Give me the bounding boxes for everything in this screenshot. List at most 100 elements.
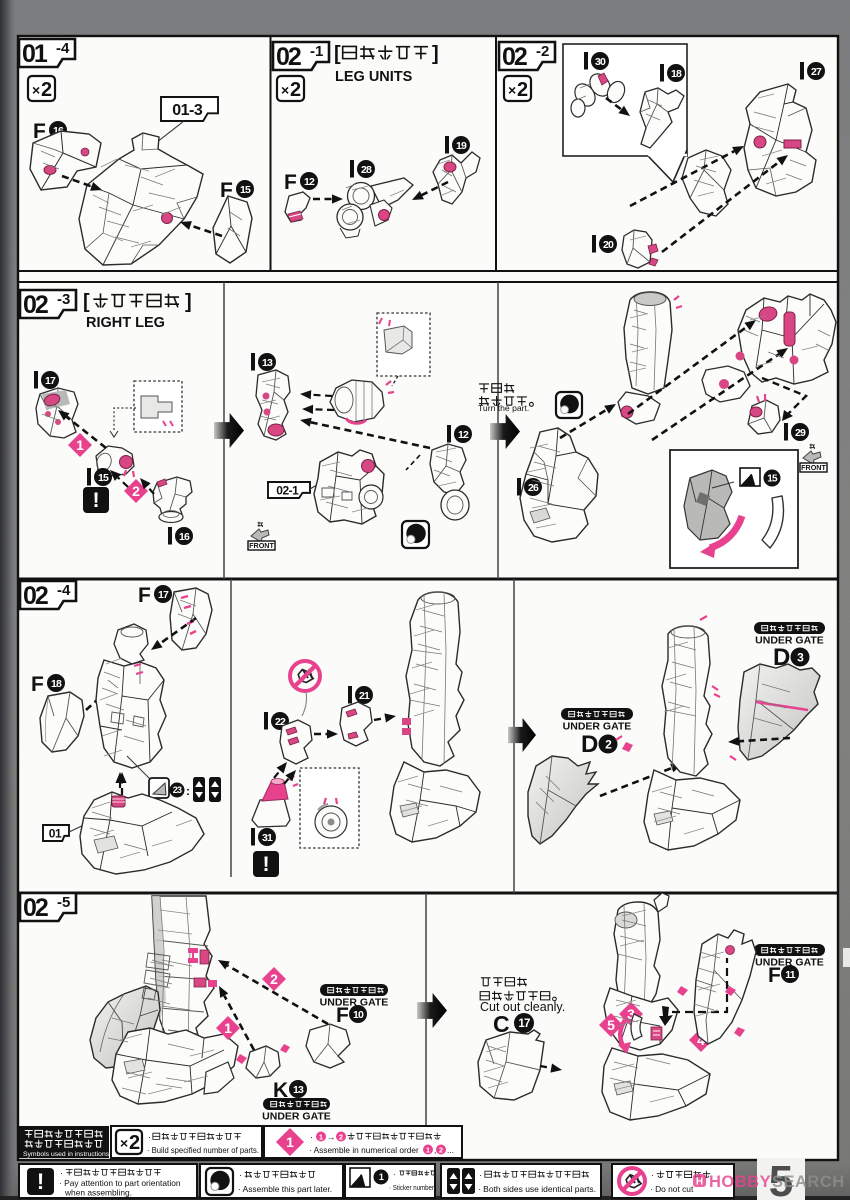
svg-text:2: 2 (339, 1133, 343, 1142)
svg-text:F: F (768, 964, 781, 987)
svg-text:[: [ (334, 43, 341, 65)
svg-text:·: · (479, 1170, 482, 1180)
svg-text:FRONT: FRONT (801, 463, 826, 472)
svg-text:·: · (651, 1170, 654, 1180)
svg-text:2: 2 (270, 971, 278, 987)
svg-text:5: 5 (607, 1017, 615, 1033)
svg-text:10: 10 (353, 1009, 364, 1021)
svg-text:1: 1 (76, 437, 84, 453)
svg-text:31: 31 (262, 832, 273, 844)
svg-text:· Pay attention to part orient: · Pay attention to part orientation (59, 1178, 181, 1188)
svg-text:2: 2 (129, 1132, 140, 1154)
svg-text:3: 3 (627, 1006, 635, 1022)
svg-text:×: × (281, 82, 289, 98)
svg-text:16: 16 (179, 531, 190, 543)
svg-text:1: 1 (426, 1146, 430, 1155)
svg-text:17: 17 (518, 1018, 530, 1030)
svg-text:]: ] (432, 43, 439, 65)
svg-text:2: 2 (605, 737, 612, 751)
svg-text:16: 16 (53, 125, 64, 137)
svg-text:· Assemble in numerical order: · Assemble in numerical order (309, 1145, 419, 1155)
svg-text:D: D (581, 731, 598, 758)
svg-text:UNDER GATE: UNDER GATE (262, 1111, 331, 1123)
svg-text:· Build specified number of pa: · Build specified number of parts. (147, 1145, 259, 1155)
svg-text:!: ! (92, 488, 99, 512)
svg-text:13: 13 (293, 1084, 304, 1096)
svg-text:1: 1 (224, 1020, 232, 1036)
svg-text:-3: -3 (57, 291, 70, 308)
svg-text:F: F (31, 673, 44, 696)
svg-text:30: 30 (595, 56, 606, 68)
svg-text:·: · (310, 1132, 313, 1142)
svg-text:28: 28 (361, 164, 372, 176)
svg-text:3: 3 (797, 650, 804, 664)
svg-text:!: ! (37, 1169, 44, 1194)
svg-text:K: K (273, 1079, 288, 1102)
svg-text:13: 13 (262, 357, 273, 369)
svg-text:02: 02 (23, 291, 48, 319)
svg-text:UNDER GATE: UNDER GATE (755, 957, 824, 969)
svg-text:·: · (393, 1170, 396, 1179)
svg-text:18: 18 (671, 68, 682, 80)
svg-text:-5: -5 (57, 894, 70, 911)
svg-text:·: · (60, 1168, 63, 1178)
svg-text:15: 15 (98, 472, 109, 484)
svg-text:-1: -1 (310, 43, 323, 60)
svg-text:2: 2 (290, 79, 301, 101)
svg-text:2: 2 (517, 79, 528, 101)
svg-text:29: 29 (795, 427, 806, 439)
svg-text:02: 02 (23, 582, 48, 610)
svg-text:17: 17 (45, 375, 56, 387)
svg-text:18: 18 (51, 678, 62, 690)
svg-text:02-1: 02-1 (276, 484, 299, 498)
svg-text:-4: -4 (57, 582, 71, 599)
svg-text:· Assemble this part later.: · Assemble this part later. (238, 1184, 332, 1194)
svg-text:22: 22 (275, 716, 286, 728)
svg-text:· Do not cut: · Do not cut (650, 1184, 694, 1194)
svg-text:UNDER GATE: UNDER GATE (755, 635, 824, 647)
svg-text:27: 27 (811, 66, 822, 78)
svg-text:!: ! (262, 852, 269, 876)
svg-text:×: × (120, 1135, 128, 1151)
svg-text:12: 12 (304, 176, 315, 188)
svg-text:FRONT: FRONT (249, 541, 274, 550)
svg-text:Turn the part.: Turn the part. (478, 403, 529, 413)
svg-text:Cut out cleanly.: Cut out cleanly. (480, 1000, 565, 1014)
svg-text:2: 2 (41, 79, 52, 101)
svg-text::: : (186, 784, 190, 798)
svg-text:2: 2 (439, 1146, 443, 1155)
svg-text:1: 1 (319, 1133, 323, 1142)
svg-text:2: 2 (132, 483, 140, 499)
svg-text:UNDER GATE: UNDER GATE (563, 721, 632, 733)
svg-text:·: · (239, 1170, 242, 1180)
svg-text:F: F (33, 120, 46, 143)
svg-text:02: 02 (276, 43, 301, 71)
svg-text:11: 11 (785, 969, 795, 981)
svg-text:F: F (336, 1004, 349, 1027)
svg-text:· Sticker number: · Sticker number (389, 1183, 434, 1192)
svg-text:20: 20 (603, 239, 614, 251)
svg-text:21: 21 (359, 690, 370, 702)
svg-text:×: × (32, 82, 40, 98)
svg-text:-2: -2 (536, 43, 549, 60)
svg-text:C: C (493, 1011, 510, 1037)
svg-text:15: 15 (240, 184, 251, 196)
svg-text:02: 02 (23, 894, 48, 922)
svg-text:→: → (327, 1132, 336, 1142)
svg-text:15: 15 (767, 474, 778, 485)
svg-text:·: · (148, 1132, 151, 1142)
svg-text:26: 26 (528, 482, 539, 494)
svg-text:×: × (508, 82, 516, 98)
svg-text:]: ] (185, 291, 192, 313)
svg-text:5: 5 (769, 1157, 793, 1200)
svg-text:SEARCH: SEARCH (772, 1173, 845, 1191)
svg-text:...: ... (447, 1145, 454, 1155)
svg-text:-4: -4 (56, 40, 70, 57)
svg-text:when assembling.: when assembling. (64, 1188, 132, 1198)
svg-text:4: 4 (697, 1032, 705, 1048)
svg-text:01: 01 (49, 827, 62, 841)
svg-text:H: H (696, 1177, 703, 1188)
svg-text:HOBBY: HOBBY (709, 1173, 771, 1191)
svg-text:[: [ (83, 291, 90, 313)
svg-text:01-3: 01-3 (172, 102, 203, 119)
